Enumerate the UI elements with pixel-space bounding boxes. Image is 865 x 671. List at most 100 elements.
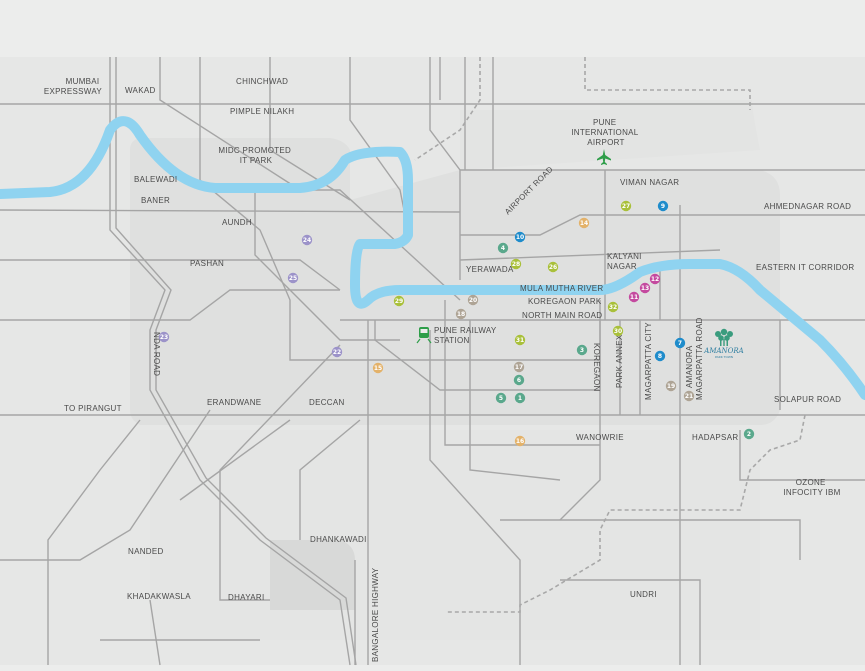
marker-dot: [513, 361, 525, 373]
label-deccan: DECCAN: [309, 398, 345, 407]
marker-number: 32: [609, 304, 617, 311]
marker-1: 1: [514, 392, 526, 404]
marker-number: 27: [622, 203, 630, 210]
marker-dot: [657, 200, 669, 212]
marker-number: 24: [303, 237, 311, 244]
marker-number: 1: [518, 395, 522, 402]
marker-number: 29: [395, 298, 403, 305]
label-balewadi: BALEWADI: [134, 175, 177, 184]
label-koregaon: KOREGAON: [592, 343, 601, 392]
label-eastern-it-corridor: EASTERN IT CORRIDOR: [756, 263, 854, 272]
marker-number: 31: [516, 337, 524, 344]
label-viman-nagar: VIMAN NAGAR: [620, 178, 679, 187]
label-wanowrie: WANOWRIE: [576, 433, 624, 442]
marker-number: 28: [512, 261, 520, 268]
label-mula-mutha-river: MULA MUTHA RIVER: [520, 284, 603, 293]
marker-number: 30: [614, 328, 622, 335]
marker-number: 6: [517, 377, 521, 384]
label-to-pirangut: TO PIRANGUT: [64, 404, 122, 413]
marker-number: 22: [333, 349, 341, 356]
marker-dot: [510, 258, 522, 270]
marker-number: 25: [289, 275, 297, 282]
marker-27: 27: [620, 200, 632, 212]
marker-number: 12: [651, 276, 659, 283]
marker-number: 16: [516, 438, 524, 445]
marker-11: 11: [628, 291, 640, 303]
marker-number: 21: [685, 393, 693, 400]
marker-number: 23: [160, 334, 168, 341]
label-nda-road: NDA ROAD: [152, 332, 161, 376]
marker-number: 4: [501, 245, 505, 252]
marker-16: 16: [514, 435, 526, 447]
marker-number: 17: [515, 364, 523, 371]
numbered-markers: 1234567891011121314151617181920212223242…: [158, 200, 755, 447]
east-zone: [460, 100, 760, 170]
marker-number: 14: [580, 220, 588, 227]
marker-number: 19: [667, 383, 675, 390]
marker-29: 29: [393, 295, 405, 307]
marker-18: 18: [455, 308, 467, 320]
marker-number: 7: [678, 340, 682, 347]
marker-9: 9: [657, 200, 669, 212]
label-baner: BANER: [141, 196, 170, 205]
label-koregaon-park: KOREGAON PARK: [528, 297, 602, 306]
marker-dot: [514, 334, 526, 346]
label-erandwane: ERANDWANE: [207, 398, 261, 407]
label-khadakwasla: KHADAKWASLA: [127, 592, 191, 601]
marker-number: 11: [630, 294, 638, 301]
label-railway-station: PUNE RAILWAY STATION: [434, 326, 499, 345]
label-nanded: NANDED: [128, 547, 164, 556]
marker-dot: [578, 217, 590, 229]
marker-4: 4: [497, 242, 509, 254]
marker-number: 5: [499, 395, 503, 402]
city-boundary: [414, 57, 806, 613]
tree-icon: [715, 328, 733, 346]
marker-26: 26: [547, 261, 559, 273]
marker-15: 15: [372, 362, 384, 374]
label-hadapsar: HADAPSAR: [692, 433, 738, 442]
logo-name: AMANORA: [703, 347, 743, 355]
marker-dot: [287, 272, 299, 284]
marker-number: 8: [658, 353, 662, 360]
label-dhayari: DHAYARI: [228, 593, 264, 602]
marker-23: 23: [158, 331, 170, 343]
marker-dot: [607, 301, 619, 313]
marker-dot: [743, 428, 755, 440]
marker-dot: [514, 231, 526, 243]
label-aundh: AUNDH: [222, 218, 252, 227]
marker-3: 3: [576, 344, 588, 356]
label-park-annexe: PARK ANNEXE: [615, 329, 624, 388]
marker-dot: [393, 295, 405, 307]
marker-number: 9: [661, 203, 665, 210]
marker-14: 14: [578, 217, 590, 229]
marker-dot: [628, 291, 640, 303]
logo-tagline: PARK TOWN: [715, 355, 733, 359]
marker-dot: [674, 337, 686, 349]
marker-dot: [576, 344, 588, 356]
label-kalyani-nagar: KALYANI NAGAR: [607, 252, 644, 271]
marker-number: 10: [516, 234, 524, 241]
marker-dot: [497, 242, 509, 254]
label-amanora-road-1: AMANORA: [685, 345, 694, 388]
label-solapur-road: SOLAPUR ROAD: [774, 395, 841, 404]
marker-10: 10: [514, 231, 526, 243]
label-amanora-road-2: MAGARPATTA ROAD: [695, 317, 704, 400]
label-wakad: WAKAD: [125, 86, 156, 95]
marker-2: 2: [743, 428, 755, 440]
marker-8: 8: [654, 350, 666, 362]
marker-dot: [649, 273, 661, 285]
marker-dot: [372, 362, 384, 374]
marker-number: 13: [641, 285, 649, 292]
zones: [130, 100, 780, 640]
label-pashan: PASHAN: [190, 259, 224, 268]
label-bangalore-highway: BANGALORE HIGHWAY: [371, 567, 380, 662]
marker-24: 24: [301, 234, 313, 246]
label-pimple-nilakh: PIMPLE NILAKH: [230, 107, 294, 116]
label-magarpatta-city: MAGARPATTA CITY: [644, 322, 653, 400]
label-yerawada: YERAWADA: [466, 265, 514, 274]
train-icon: [416, 327, 432, 344]
marker-dot: [612, 325, 624, 337]
marker-25: 25: [287, 272, 299, 284]
marker-dot: [620, 200, 632, 212]
